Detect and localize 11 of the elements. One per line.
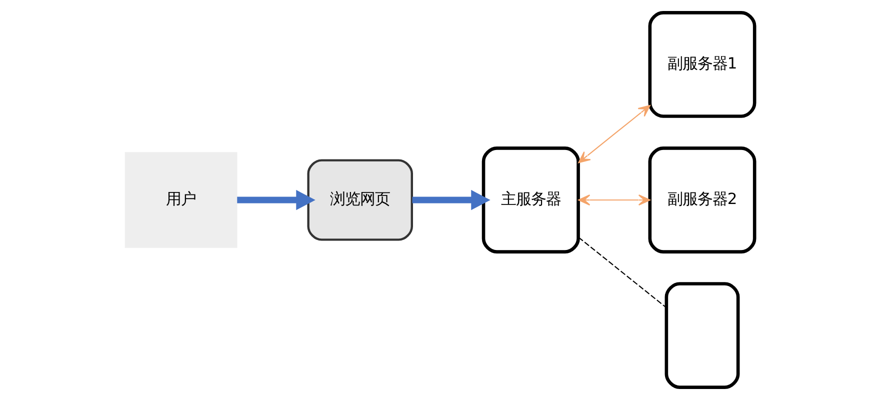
node-box: 副服务器2 <box>648 146 756 254</box>
arrow <box>412 190 490 210</box>
node-box: 主服务器 <box>481 146 580 254</box>
node-box: 浏览网页 <box>306 159 412 241</box>
node-box <box>664 282 740 389</box>
connector <box>578 236 666 308</box>
arrow <box>578 105 650 164</box>
node-box: 用户 <box>124 152 237 248</box>
arrow <box>236 190 315 210</box>
node-box: 副服务器1 <box>648 11 756 118</box>
arrow <box>578 194 650 206</box>
